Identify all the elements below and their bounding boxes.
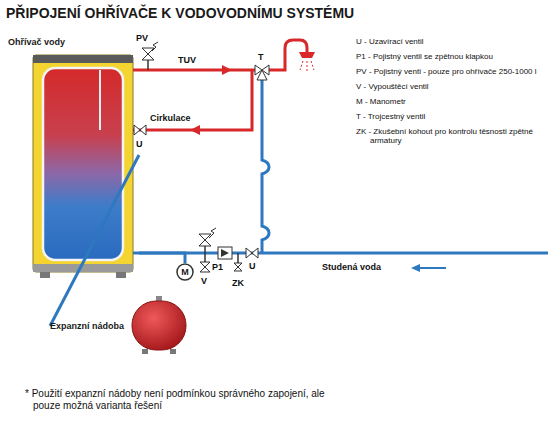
valve-stem bbox=[147, 60, 149, 70]
heater-leg bbox=[116, 272, 126, 278]
valve-label: ZK bbox=[232, 278, 244, 288]
heater-cap bbox=[33, 55, 133, 63]
legend-entry: V - Vypouštěcí ventil bbox=[356, 82, 429, 91]
pipe-label: Cirkulace bbox=[150, 113, 191, 123]
tank-foot bbox=[142, 349, 148, 354]
test-cock bbox=[234, 263, 242, 271]
valve-label: PV bbox=[136, 33, 148, 43]
cold-riser-pipe bbox=[262, 80, 269, 253]
legend-entry: P1 - Pojistný ventil se zpětnou klapkou bbox=[356, 52, 493, 61]
flow-arrow bbox=[418, 267, 446, 269]
check-valve bbox=[218, 247, 232, 259]
shutoff-valve bbox=[134, 125, 146, 135]
diagram-title: PŘIPOJENÍ OHŘÍVAČE K VODOVODNÍMU SYSTÉMU bbox=[6, 5, 354, 21]
gauge-letter: M bbox=[176, 263, 194, 281]
legend-entry: M - Manometr bbox=[356, 97, 406, 106]
legend-entry: ZK - Zkušební kohout pro kontrolu těsnos… bbox=[356, 127, 546, 145]
heater-leg bbox=[40, 272, 50, 278]
manometer-gauge: M bbox=[176, 263, 194, 281]
check-valve bbox=[221, 249, 229, 257]
valve-stem bbox=[237, 253, 239, 263]
flow-arrow bbox=[222, 65, 232, 75]
legend-entry: U - Uzavírací ventil bbox=[356, 37, 424, 46]
pipe-label: Studená voda bbox=[322, 262, 381, 272]
valve-label: P1 bbox=[212, 262, 223, 272]
shutoff-valve bbox=[246, 248, 258, 258]
valve-spring bbox=[209, 228, 216, 238]
flow-arrow bbox=[190, 125, 200, 135]
pipe-label: TUV bbox=[178, 55, 196, 65]
node-label: Ohřívač vody bbox=[5, 35, 139, 49]
pipe-connector bbox=[50, 155, 139, 326]
cold-main-pipe bbox=[133, 252, 548, 255]
circulation-pipe bbox=[133, 70, 252, 130]
footnote: * Použití expanzní nádoby není podmínkou… bbox=[25, 388, 345, 411]
safety-valve bbox=[142, 48, 154, 60]
tank-body bbox=[132, 301, 186, 350]
heater-casing bbox=[33, 55, 133, 272]
shower-spray bbox=[311, 61, 314, 70]
hot-pipe bbox=[133, 69, 255, 72]
legend-entry: PV - Pojistný venti - pouze pro ohřívače… bbox=[356, 67, 537, 76]
shower-spray bbox=[307, 61, 308, 71]
tank-outline bbox=[130, 296, 188, 356]
valve-label: T bbox=[258, 52, 264, 62]
three-way-valve bbox=[257, 70, 267, 80]
drain-valve bbox=[200, 262, 210, 272]
valve-label: V bbox=[201, 276, 207, 286]
valve-stem bbox=[204, 253, 206, 262]
node-label: Expanzní nádoba bbox=[50, 321, 130, 331]
heater-tank bbox=[43, 68, 123, 260]
shower-head bbox=[299, 52, 315, 58]
water-heater: Ohřívač vody bbox=[5, 35, 139, 275]
shower-spray bbox=[300, 61, 303, 70]
valve-stem bbox=[204, 246, 206, 253]
safety-valve bbox=[199, 234, 211, 246]
tank-foot bbox=[170, 349, 176, 354]
valve-spring bbox=[152, 42, 158, 51]
thermometer-tube bbox=[99, 70, 101, 130]
expansion-tank: Expanzní nádoba bbox=[50, 296, 188, 356]
valve-label: U bbox=[249, 261, 256, 271]
valve-label: U bbox=[136, 139, 143, 149]
pipe-connector bbox=[139, 253, 185, 263]
gauge-circle bbox=[177, 264, 193, 280]
flow-arrow bbox=[411, 264, 420, 272]
legend-entry: T - Trojcestný ventil bbox=[356, 112, 425, 121]
